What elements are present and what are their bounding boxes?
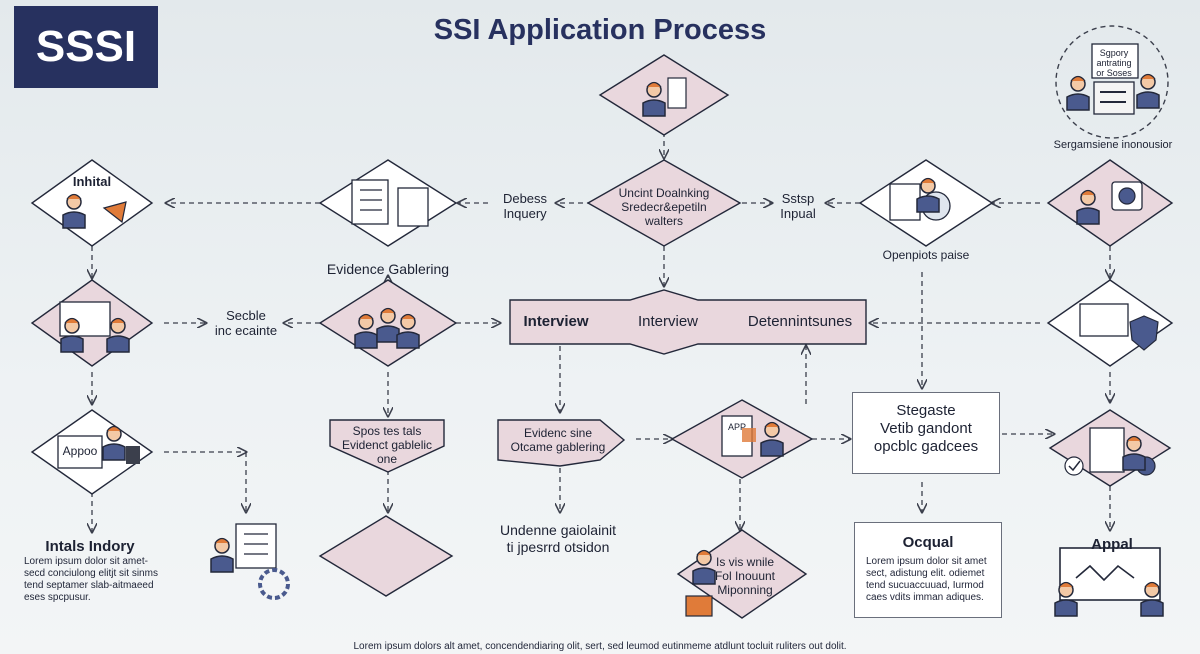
box-ocqual [854,522,1002,618]
label-debess-inquery: Debess Inquery [502,191,548,221]
badge-text: Sgpory antrating or Soses [1096,48,1132,78]
diamond-initial [30,159,154,247]
badge-caption: Sergamsiene inonousior [1053,139,1173,151]
form-icon [235,523,277,569]
page-title: SSI Application Process [433,14,767,46]
footer-text: Lorem ipsum dolors alt amet, concendendi… [353,641,847,652]
label-app: APP [727,422,746,432]
badge-person-right [1136,73,1160,109]
label-determinations: Detennintsunes [747,313,853,330]
label-undenne: Undenne gaiolainit ti jpesrrd otsidon [500,522,616,555]
label-step-input: Sstsp Inpual [780,191,816,221]
interview-banner [509,289,867,355]
logo: SSSI [14,6,158,88]
badge-circle [1055,25,1169,139]
box-spos [329,419,445,473]
diamond-weid [318,515,454,597]
label-evidence-box: Evidenc sine Otcame gablering [510,426,606,454]
paragraph-ocqual: Lorem ipsum dolor sit amet sect, adistun… [866,556,987,603]
box-evidence [497,419,626,467]
check-icon [1064,456,1084,476]
label-appal: Appal [1091,536,1133,553]
diamond-unclear [586,159,742,247]
badge-person-left [1066,75,1090,111]
label-spos-box: Spos tes tals Evidenct gablelic one [341,424,433,466]
label-appeal-left: Appoo [62,444,98,458]
label-openpts: Openpiots paise [882,248,970,262]
shield-icon [1129,315,1159,351]
label-initial: Inhital [72,174,112,189]
label-intals-indory: Intals Indory [45,538,135,555]
label-isvis: Is vis wnile Fol Inouunt Miponning [714,555,776,597]
form-person-icon [210,537,234,573]
label-unclear: Uncint Doalnking Sredecr&epetiln walters [618,186,710,228]
label-evidence-gathering: Evidence Gablering [326,261,450,277]
label-interview-center: Interview [637,313,699,330]
box-stegaste [852,392,1000,474]
label-stegaste: Stegaste Vetib gandont opcblc gadcees [873,402,979,455]
diamond-right-top [1046,159,1174,247]
label-ocqual: Ocqual [902,534,954,551]
label-interview-left: Interview [523,313,589,330]
checklist-icon [351,179,389,225]
paragraph-intals: Lorem ipsum dolor sit amet- secd conciul… [24,556,158,603]
gear-icon [258,568,290,600]
label-secble: Secble inc ecainte [214,308,278,338]
diamond-top-clipboard [598,54,730,136]
doc-icon [1089,427,1125,473]
